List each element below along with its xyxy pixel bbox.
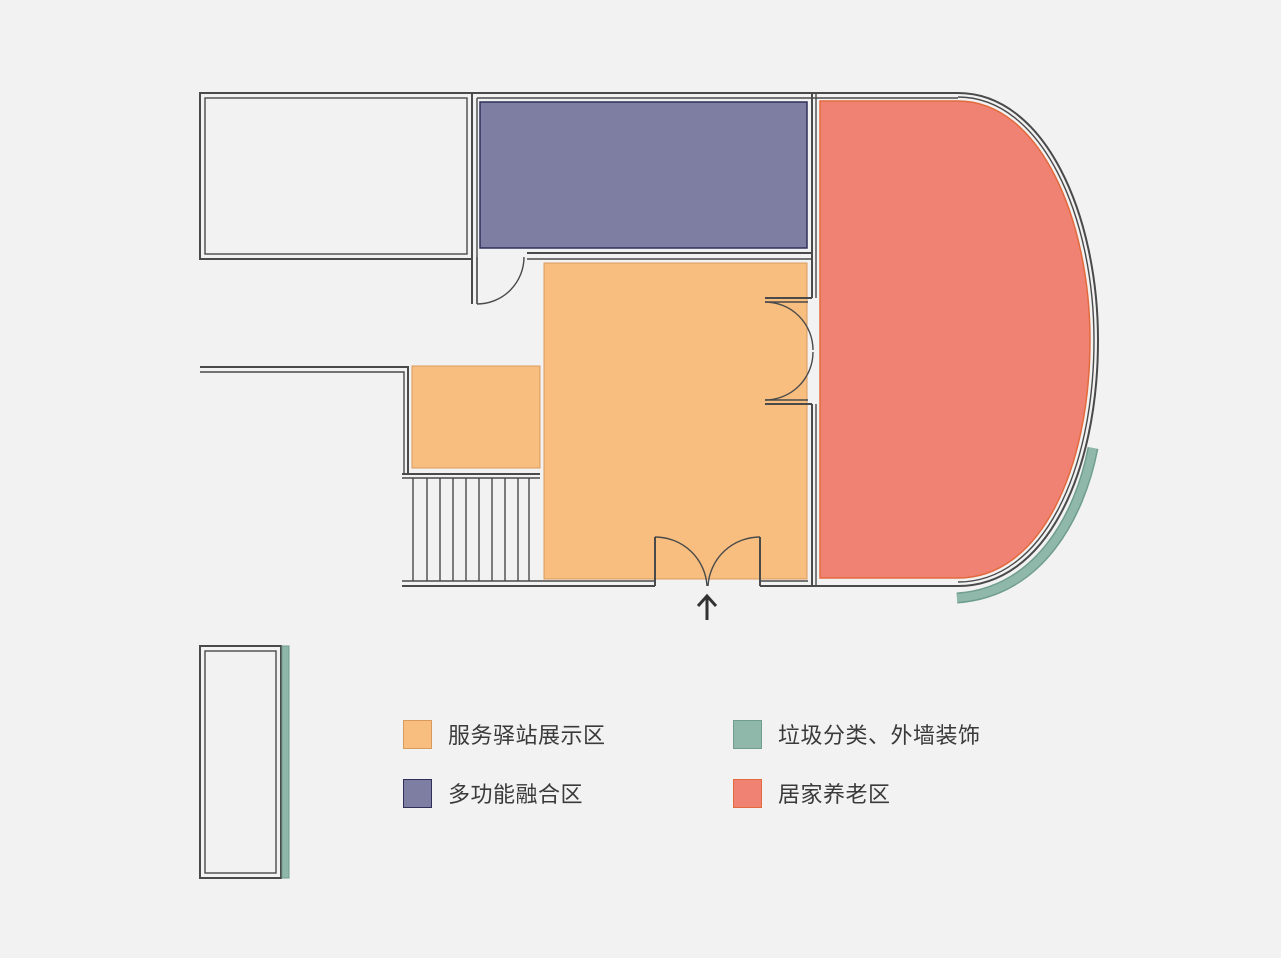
zone-service-station-small [411,365,541,469]
legend-item-elderly-care: 居家养老区 [733,777,891,809]
staircase [412,478,530,581]
room-top-left [199,92,473,260]
legend-swatch [403,778,432,808]
legend-swatch [403,719,432,749]
zone-service-station-main [543,262,808,580]
room-bottom-left [199,645,282,879]
zone-multifunction [479,101,808,249]
zone-elderly-care [819,100,1091,579]
outer-walls [200,92,1100,587]
door-entrance-double [654,536,761,587]
entrance-arrow-icon [696,593,718,620]
legend-swatch [733,719,762,749]
legend-label: 居家养老区 [778,783,891,808]
door-partition-double [764,301,814,401]
legend-swatch [733,778,762,808]
legend-item-service-station: 服务驿站展示区 [403,718,606,750]
legend-label: 多功能融合区 [448,783,584,808]
legend-label: 服务驿站展示区 [448,724,606,749]
legend-label: 垃圾分类、外墙装饰 [778,724,981,749]
legend-item-multifunction: 多功能融合区 [403,777,583,809]
legend-item-waste-sorting: 垃圾分类、外墙装饰 [733,718,981,750]
waste-sorting-strip [281,645,290,879]
door-upper-left [476,256,525,305]
